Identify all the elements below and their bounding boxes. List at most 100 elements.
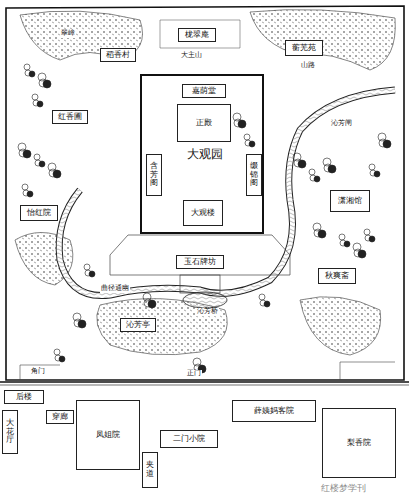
tree-symbol — [55, 355, 61, 361]
tree-symbol — [29, 71, 35, 77]
building: 夹道 — [142, 452, 158, 488]
building-name: 潇湘馆 — [337, 197, 363, 206]
tree-symbol — [54, 349, 60, 355]
tree-symbol — [23, 190, 29, 196]
tree-symbol — [314, 229, 322, 237]
place-label: 沁芳桥 — [196, 308, 219, 316]
tree-symbol — [379, 139, 387, 147]
tree-symbol — [144, 299, 152, 307]
building-name: 秋爽斋 — [324, 272, 350, 281]
tree-symbol — [310, 175, 316, 181]
building: 二门小院 — [160, 430, 218, 448]
tree-symbol — [89, 271, 95, 277]
tree-symbol — [244, 134, 250, 140]
tree-symbol — [48, 163, 56, 171]
tree-symbol — [74, 319, 82, 327]
tree-symbol — [32, 94, 38, 100]
building: 玉石牌坊 — [176, 255, 224, 269]
building: 大观楼 — [183, 200, 223, 226]
tree-symbol — [259, 294, 265, 300]
tree-symbol — [369, 236, 375, 242]
building: 怡红院 — [20, 205, 58, 221]
tree-symbol — [324, 164, 332, 172]
place-label: 角门 — [30, 368, 46, 376]
tree-symbol — [143, 293, 151, 301]
tree-symbol — [25, 70, 31, 76]
tree-symbol — [193, 358, 201, 366]
building: 梨香院 — [322, 408, 396, 478]
tree-symbol — [260, 300, 266, 306]
building-name: 蘅芜苑 — [291, 44, 317, 53]
tree-symbol — [59, 356, 65, 362]
watermark: 红楼梦学刊 — [320, 484, 367, 494]
tree-symbol — [39, 79, 47, 87]
tree-symbol — [73, 313, 81, 321]
place-label: 曲径通幽 — [100, 285, 130, 293]
tree-symbol — [34, 154, 40, 160]
building: 后楼 — [4, 390, 44, 404]
building: 蘅芜苑 — [285, 40, 323, 56]
tree-symbol — [249, 141, 255, 147]
tree-symbol — [344, 241, 350, 247]
tree-symbol — [323, 158, 331, 166]
building: 含芳阁 — [146, 154, 162, 196]
tree-symbol — [33, 100, 39, 106]
tree-symbol — [353, 243, 361, 251]
place-label: 山路 — [300, 62, 316, 70]
tree-symbol — [365, 235, 371, 241]
building: 薛姨妈客院 — [232, 400, 316, 422]
tree-symbol — [27, 191, 33, 197]
building: 穿廊 — [46, 410, 74, 424]
tree-symbol — [234, 119, 242, 127]
tree-symbol — [22, 184, 28, 190]
building-name: 穿廊 — [51, 413, 69, 422]
building-name: 正殿 — [195, 119, 213, 128]
building: 秋爽斋 — [318, 268, 356, 284]
building-name: 缀锦阁 — [249, 162, 259, 188]
building-name: 薛姨妈客院 — [253, 407, 295, 416]
tree-symbol — [354, 249, 362, 257]
building-name: 二门小院 — [172, 435, 206, 444]
tree-symbol — [38, 73, 46, 81]
building: 缀锦阁 — [246, 154, 262, 196]
tree-symbol — [314, 176, 320, 182]
building-name: 栊翠庵 — [184, 31, 210, 40]
palace-compound: 大观园嘉荫堂正殿含芳阁缀锦阁大观楼 — [140, 74, 264, 234]
building-name: 含芳阁 — [149, 162, 159, 188]
tree-symbol — [24, 64, 30, 70]
building-name: 凤姐院 — [95, 431, 121, 440]
building: 稻香村 — [100, 48, 136, 62]
tree-symbol — [35, 160, 41, 166]
building-name: 玉石牌坊 — [183, 258, 217, 267]
building-name: 后楼 — [15, 393, 33, 402]
tree-symbol — [309, 169, 315, 175]
place-label: 翠嶂 — [60, 30, 76, 38]
tree-symbol — [378, 133, 386, 141]
building-name: 梨香院 — [346, 439, 372, 448]
building-name: 大花厅 — [5, 419, 15, 445]
tree-symbol — [294, 159, 302, 167]
place-label: 正门 — [186, 370, 202, 378]
building: 大花厅 — [2, 410, 18, 454]
building: 沁芳亭 — [120, 318, 156, 332]
tree-symbol — [85, 270, 91, 276]
tree-symbol — [339, 234, 345, 240]
building: 嘉荫堂 — [182, 84, 226, 98]
tree-symbol — [293, 153, 301, 161]
building-name: 怡红院 — [26, 209, 52, 218]
building: 凤姐院 — [76, 400, 140, 470]
building-name: 嘉荫堂 — [191, 87, 217, 96]
building-name: 红香圃 — [57, 113, 83, 122]
tree-symbol — [49, 169, 57, 177]
building-name: 稻香村 — [105, 51, 131, 60]
tree-symbol — [374, 171, 380, 177]
building: 正殿 — [177, 104, 231, 142]
building-name: 大观楼 — [190, 209, 216, 218]
building-name: 沁芳亭 — [125, 321, 151, 330]
tree-symbol — [37, 101, 43, 107]
tree-symbol — [245, 140, 251, 146]
tree-symbol — [370, 170, 376, 176]
building: 栊翠庵 — [178, 28, 216, 42]
tree-symbol — [369, 164, 375, 170]
